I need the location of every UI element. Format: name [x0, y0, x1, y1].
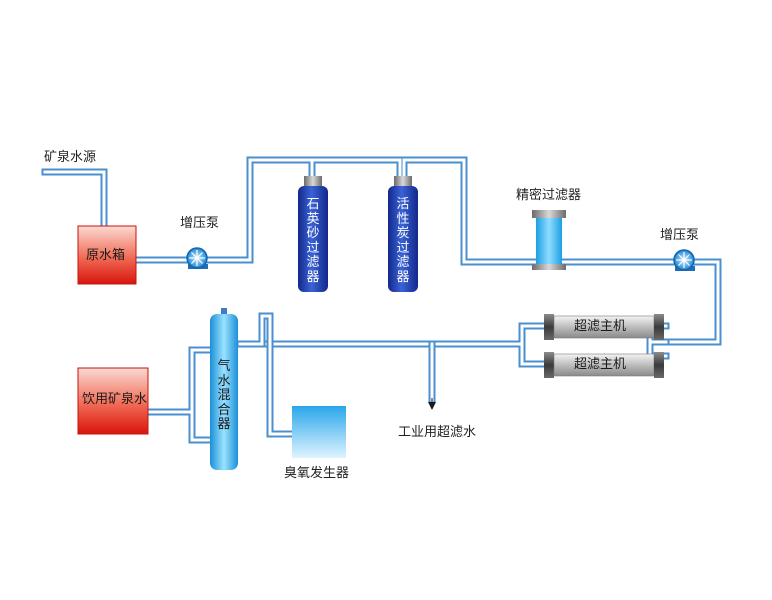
booster-pump-2-icon: [673, 249, 695, 271]
carbon-filter-label: 活性炭过滤器: [396, 197, 410, 285]
industrial-water-label: 工业用超滤水: [398, 425, 477, 440]
precision-filter: [532, 210, 566, 270]
uf-unit-2: [544, 352, 664, 378]
raw-tank-label: 原水箱: [86, 248, 126, 263]
quartz-sand-filter: [298, 176, 328, 292]
mixer-label: 气水混合器: [217, 359, 231, 432]
precision-filter-label: 精密过滤器: [516, 188, 582, 203]
uf-unit-1: [544, 314, 664, 340]
uf-unit-2-label: 超滤主机: [574, 357, 627, 372]
booster-pump-1-icon: [186, 247, 208, 269]
activated-carbon-filter: [388, 176, 418, 292]
booster-pump-2-label: 增压泵: [660, 228, 700, 243]
pipe-mixer-to-drinking: [144, 346, 214, 444]
gas-water-mixer: [210, 308, 238, 470]
booster-pump-1-label: 增压泵: [180, 216, 220, 231]
quartz-filter-label: 石英砂过滤器: [306, 197, 320, 285]
drinking-water-label: 饮用矿泉水: [82, 392, 148, 407]
drinking-water-tank: [77, 367, 149, 435]
raw-water-tank: [77, 225, 137, 285]
ozone-generator-label: 臭氧发生器: [284, 466, 350, 481]
mineral-source-label: 矿泉水源: [44, 150, 97, 165]
ozone-generator: [292, 406, 346, 458]
pipe-source-to-tank: [41, 168, 108, 230]
uf-unit-1-label: 超滤主机: [574, 319, 627, 334]
pipes: [41, 156, 722, 444]
pipe-mixer-to-ozone: [236, 312, 296, 438]
